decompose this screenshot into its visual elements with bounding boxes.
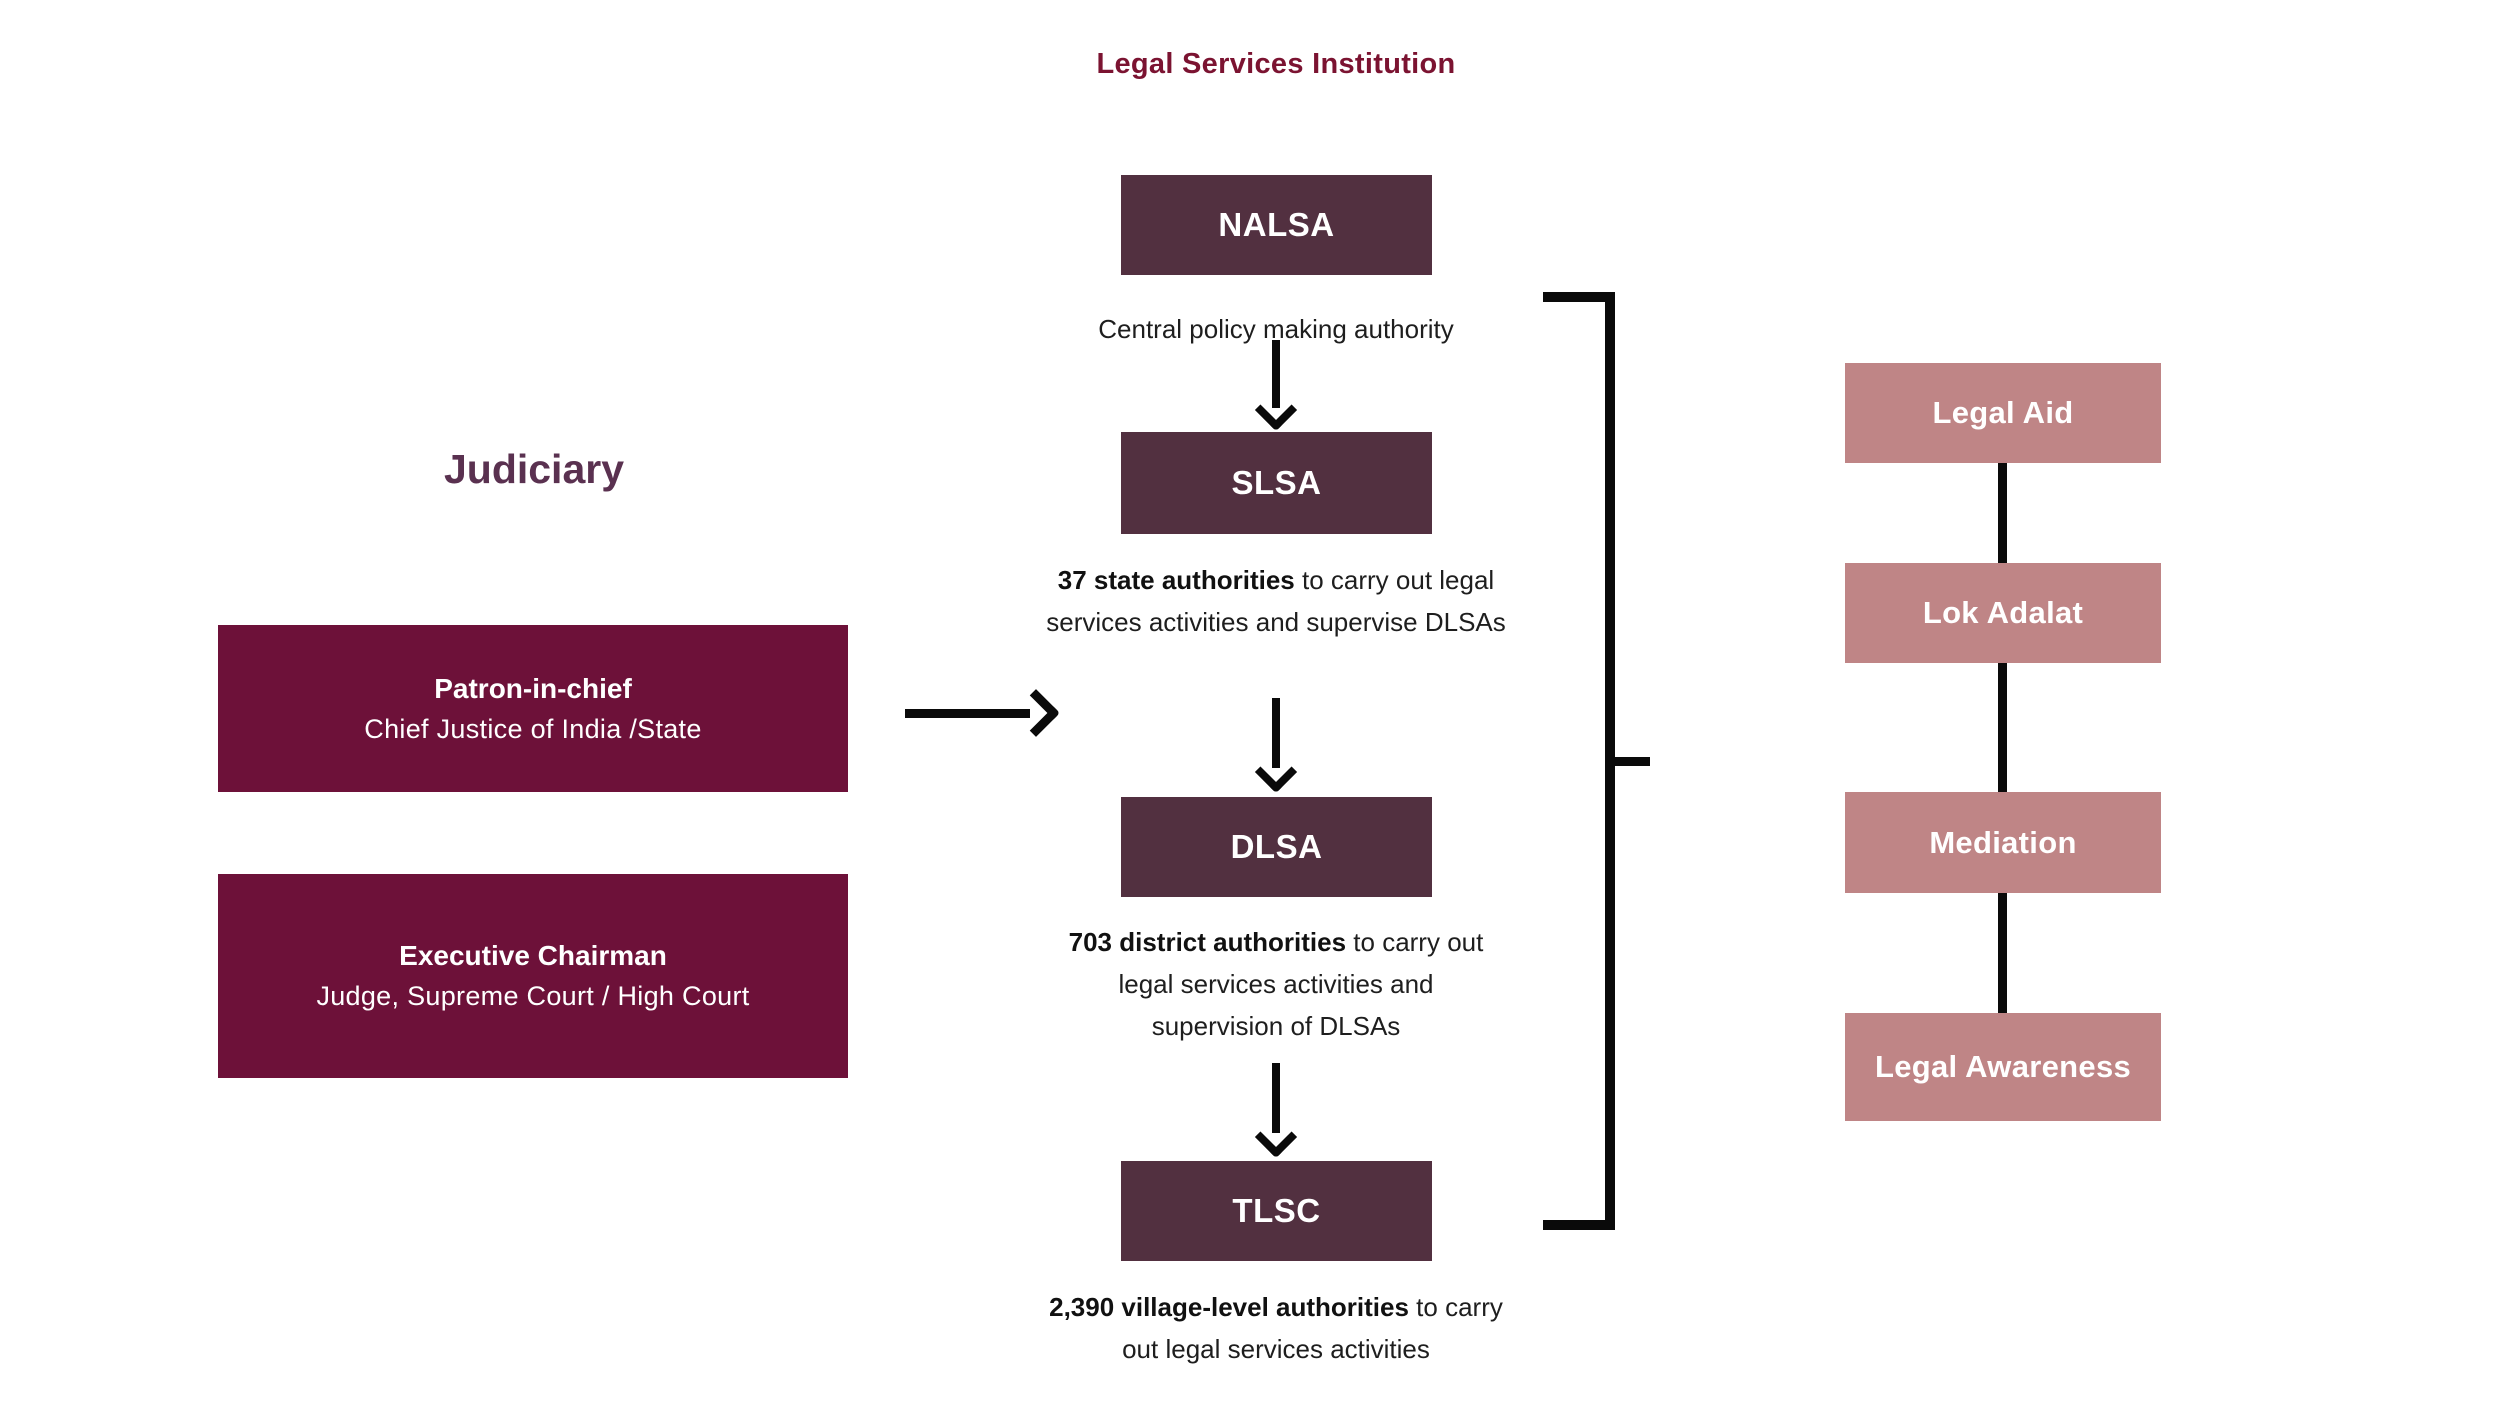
- lok-adalat-label: Lok Adalat: [1922, 595, 2084, 630]
- mediation-label: Mediation: [1929, 824, 2077, 860]
- dlsa-label: DLSA: [1230, 828, 1323, 865]
- slsa-label: SLSA: [1231, 464, 1322, 501]
- slsa-caption: 37 state authorities to carry out legal …: [1046, 565, 1506, 637]
- service-box-mediation: Mediation: [1845, 792, 2161, 893]
- service-box-lok-adalat: Lok Adalat: [1845, 563, 2161, 663]
- judiciary-heading: Judiciary: [443, 446, 625, 492]
- legal-awareness-label: Legal Awareness: [1874, 1049, 2132, 1084]
- nalsa-box: NALSA: [1121, 175, 1432, 275]
- connector-line: [1998, 663, 2007, 792]
- patron-in-chief-box: Patron-in-chief Chief Justice of India /…: [218, 625, 848, 792]
- executive-chairman-title: Executive Chairman: [399, 940, 667, 971]
- connector-line: [1998, 463, 2007, 563]
- nalsa-label: NALSA: [1218, 206, 1335, 243]
- executive-chairman-box: Executive Chairman Judge, Supreme Court …: [218, 874, 848, 1078]
- tlsc-box: TLSC: [1121, 1161, 1432, 1261]
- executive-chairman-subtitle: Judge, Supreme Court / High Court: [316, 981, 750, 1011]
- tlsc-caption: 2,390 village-level authorities to carry…: [1049, 1292, 1503, 1364]
- connector-line: [1998, 893, 2007, 1013]
- legal-aid-label: Legal Aid: [1932, 395, 2074, 430]
- patron-in-chief-title: Patron-in-chief: [434, 672, 632, 704]
- dlsa-caption: 703 district authorities to carry out le…: [1068, 927, 1484, 1041]
- tlsc-label: TLSC: [1232, 1192, 1321, 1229]
- dlsa-box: DLSA: [1121, 797, 1432, 897]
- service-box-legal-aid: Legal Aid: [1845, 363, 2161, 463]
- nalsa-caption: Central policy making authority: [1098, 314, 1454, 344]
- slsa-box: SLSA: [1121, 432, 1432, 534]
- service-box-legal-awareness: Legal Awareness: [1845, 1013, 2161, 1121]
- patron-in-chief-subtitle: Chief Justice of India /State: [364, 713, 702, 744]
- page-title: Legal Services Institution: [1096, 48, 1456, 80]
